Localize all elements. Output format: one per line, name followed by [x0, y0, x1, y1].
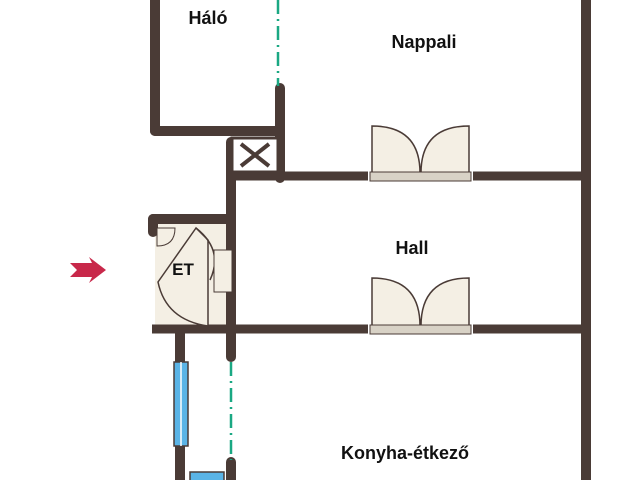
room-label-et: ET: [172, 260, 194, 279]
et-door-icon: [156, 226, 233, 327]
window-icon: [173, 361, 189, 447]
arrow-right-icon: [70, 257, 106, 283]
room-label-nappali: Nappali: [391, 32, 456, 52]
room-label-hall: Hall: [395, 238, 428, 258]
window-icon: [189, 471, 225, 480]
x-box-icon: [230, 136, 280, 174]
walls: [148, 0, 591, 480]
double-door-icon: [369, 125, 472, 182]
room-divider-lines: [229, 0, 280, 460]
room-label-halo: Háló: [188, 8, 227, 28]
double-door-icon: [369, 277, 472, 335]
horizontal-walls: [152, 171, 586, 334]
room-label-konyha: Konyha-étkező: [341, 443, 469, 463]
